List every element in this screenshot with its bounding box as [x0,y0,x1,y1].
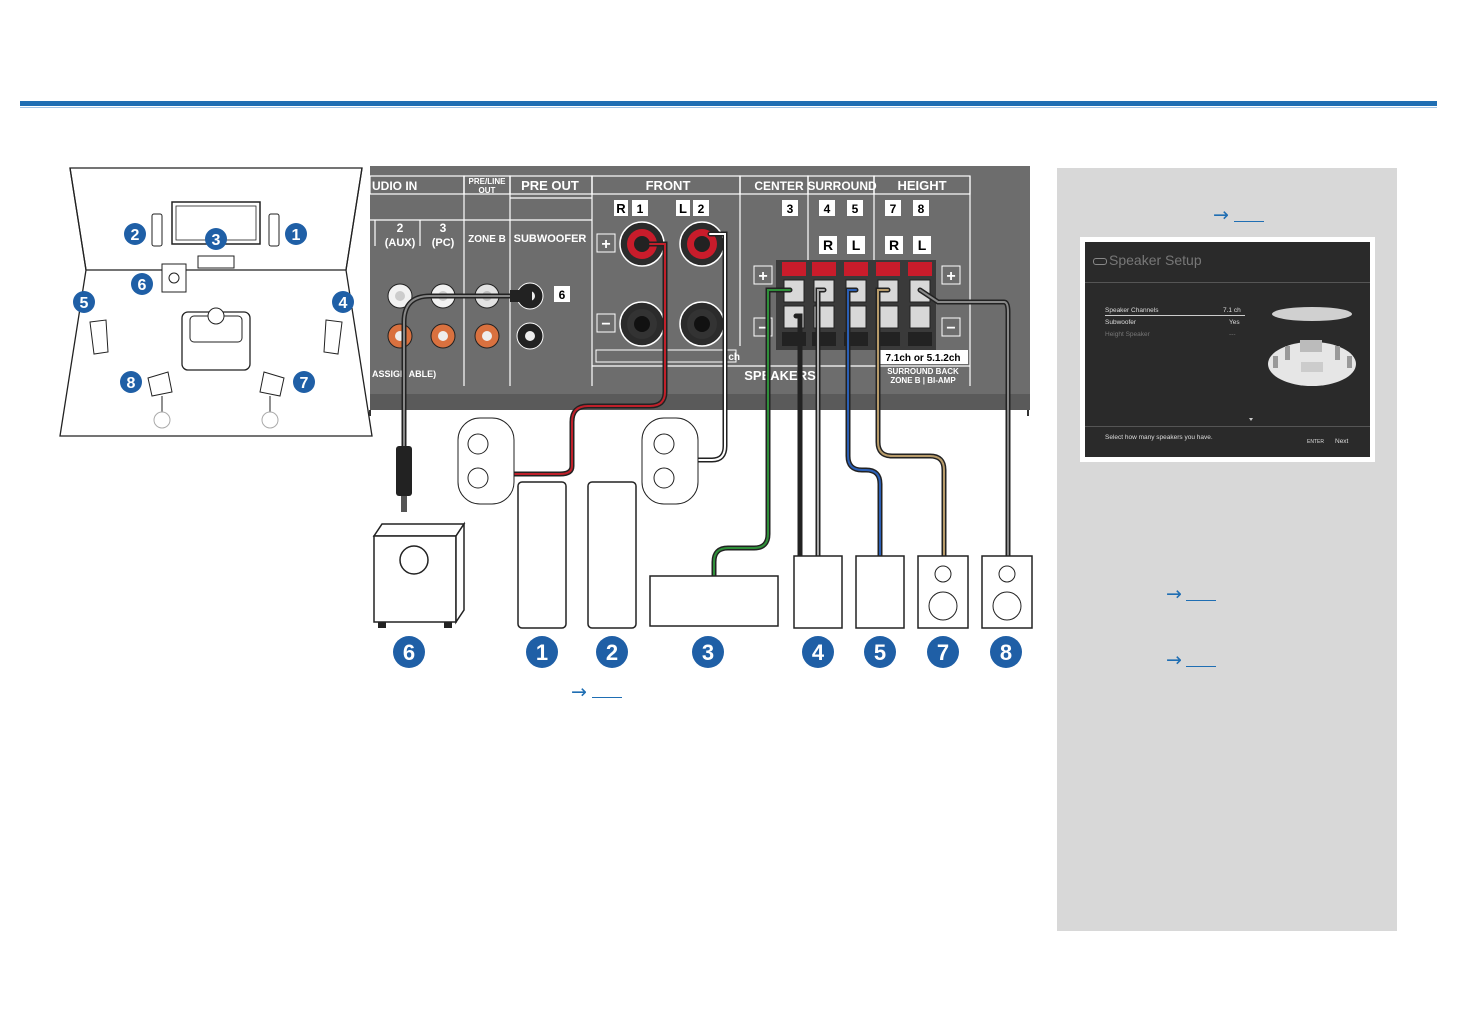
label-in2-sub: (AUX) [385,237,416,249]
label-out: OUT [479,186,496,195]
label-pre-line: PRE/LINE [469,177,507,186]
sidebar-link-underline-2[interactable] [1186,600,1216,601]
label-front: FRONT [646,178,691,193]
row-label-height-speaker[interactable]: Height Speaker [1105,331,1150,338]
speaker-num-3: 3 [702,640,714,665]
enter-key-icon: ENTER [1307,439,1324,445]
layout-num-3: 3 [212,232,221,249]
label-in3-sub: (PC) [432,237,455,249]
layout-badges: 2 1 3 6 5 4 8 7 [73,223,354,393]
label-height-l-num: 8 [918,202,925,216]
label-height-l: L [918,237,927,253]
label-surround-back: SURROUND BACK [887,367,959,376]
height-plus: + [946,268,955,285]
layout-num-4: 4 [339,295,348,312]
layout-num-5: 5 [80,295,89,312]
page-link-arrow[interactable]: → [571,681,587,703]
speaker-setup-screen: Speaker Setup Speaker Channels 7.1 ch Su… [1080,237,1375,462]
row-value-height-speaker: --- [1229,331,1236,338]
label-sub-num: 6 [559,288,566,302]
speaker-num-8: 8 [1000,640,1012,665]
scroll-down-icon[interactable] [1249,418,1253,421]
speaker-num-7: 7 [937,640,949,665]
page-link-underline[interactable] [592,697,622,698]
sidebar-link-arrow-1[interactable]: → [1213,204,1229,226]
label-zone-b: ZONE B [468,234,506,245]
screen-title-icon [1093,258,1107,265]
row-label-speaker-channels: Speaker Channels [1105,307,1159,314]
label-subwoofer: SUBWOOFER [514,233,587,245]
sidebar-link-arrow-2[interactable]: → [1166,583,1182,605]
screen-next[interactable]: Next [1335,438,1349,445]
speaker-num-5: 5 [874,640,886,665]
screen-hint: Select how many speakers you have. [1105,434,1213,441]
label-front-r: R [616,201,626,216]
layout-num-2: 2 [131,227,140,244]
connection-diagram: UDIO IN PRE/LINE OUT PRE OUT FRONT CENTE… [369,166,1033,668]
header-rule-thin [20,107,1437,108]
label-surround: SURROUND [807,179,877,193]
label-ch: ch [728,352,740,363]
label-zone-b-biamp: ZONE B | BI-AMP [890,376,956,385]
label-height-r: R [889,237,899,253]
label-front-l-num: 2 [698,202,705,216]
sidebar-link-underline-3[interactable] [1186,666,1216,667]
row-label-subwoofer[interactable]: Subwoofer [1105,319,1137,326]
label-in3: 3 [440,221,447,235]
label-height-r-num: 7 [890,202,897,216]
label-in2: 2 [397,221,404,235]
label-front-r-num: 1 [637,202,644,216]
speaker-num-1: 1 [536,640,548,665]
front-plus: + [601,236,610,253]
sidebar-link-arrow-3[interactable]: → [1166,649,1182,671]
layout-num-7: 7 [300,375,309,392]
label-surr-r-num: 4 [824,202,831,216]
speaker-badges: 6 1 2 3 4 5 7 8 [393,636,1022,668]
speaker-num-2: 2 [606,640,618,665]
label-center: CENTER [754,179,804,193]
label-front-l: L [679,201,687,216]
row-value-speaker-channels: 7.1 ch [1223,307,1241,314]
row-value-subwoofer: Yes [1229,319,1240,326]
screen-room-illustration [1268,307,1356,386]
speaker-num-4: 4 [812,640,825,665]
label-pre-out: PRE OUT [521,178,579,193]
layout-num-8: 8 [127,375,136,392]
layout-num-6: 6 [138,277,147,294]
speaker-num-6: 6 [403,640,415,665]
label-surr-l: L [852,237,861,253]
layout-num-1: 1 [292,227,301,244]
screen-divider-top [1085,282,1370,283]
sidebar-link-underline-1[interactable] [1234,221,1264,222]
screen-divider-bottom [1085,426,1370,427]
label-height-mode: 7.1ch or 5.1.2ch [885,353,960,364]
label-surr-r: R [823,237,833,253]
header-rule [20,101,1437,106]
label-center-num: 3 [787,202,794,216]
center-minus: − [758,320,767,337]
screen-title: Speaker Setup [1109,252,1202,268]
height-minus: − [946,320,955,337]
center-plus: + [758,268,767,285]
label-audio-in: UDIO IN [372,179,417,193]
room-layout-diagram: 2 1 3 6 5 4 8 7 [59,167,373,437]
screen-selected-row[interactable] [1105,306,1245,316]
label-surr-l-num: 5 [852,202,859,216]
label-speakers: SPEAKERS [744,368,816,383]
front-minus: − [601,316,610,333]
label-height: HEIGHT [897,178,946,193]
